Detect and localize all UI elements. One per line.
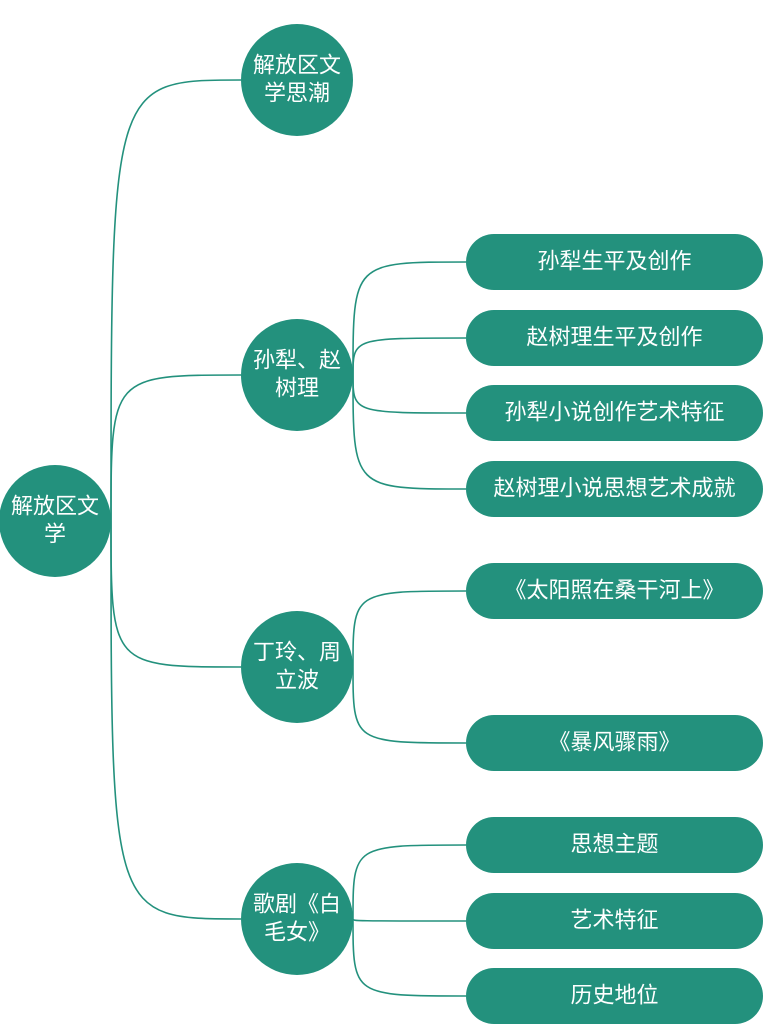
branch-node-shape [241, 24, 353, 136]
topic-node-shape [466, 715, 763, 771]
root-node-label-line: 学 [44, 523, 66, 548]
root-to-branch-connector [110, 520, 242, 668]
topic-node-shape [466, 385, 763, 441]
branch-to-topic-connector [352, 261, 467, 376]
topic-node-label: 艺术特征 [570, 909, 658, 934]
topic-node-shape [466, 310, 763, 366]
topic-node[interactable]: 《太阳照在桑干河上》 [466, 563, 763, 619]
topic-node-label: 赵树理生平及创作 [526, 326, 702, 351]
branch-node-label-line: 孙犁、赵 [253, 349, 341, 374]
root-node-shape [0, 465, 111, 577]
branch-to-topic-connector [352, 666, 467, 744]
topic-node-label: 历史地位 [570, 984, 658, 1009]
root-to-branch-connector [110, 520, 242, 920]
node-layer: 解放区文学解放区文学思潮孙犁、赵树理孙犁生平及创作赵树理生平及创作孙犁小说创作艺… [0, 24, 763, 1024]
branch-node-label-line: 树理 [275, 377, 319, 402]
branch-node-label-line: 丁玲、周 [253, 641, 341, 666]
topic-node-shape [466, 817, 763, 873]
topic-node-label: 赵树理小说思想艺术成就 [493, 477, 735, 502]
topic-node-shape [466, 234, 763, 290]
topic-node-label: 孙犁生平及创作 [537, 250, 691, 275]
topic-node[interactable]: 孙犁小说创作艺术特征 [466, 385, 763, 441]
topic-node-shape [466, 893, 763, 949]
root-node-label-line: 解放区文 [11, 495, 99, 520]
branch-to-topic-connector [352, 918, 467, 922]
topic-node[interactable]: 历史地位 [466, 968, 763, 1024]
branch-to-topic-connector [352, 337, 467, 376]
branch-node-shape [241, 611, 353, 723]
branch-to-topic-connector [352, 918, 467, 997]
topic-node[interactable]: 赵树理生平及创作 [466, 310, 763, 366]
root-to-branch-connector [110, 374, 242, 522]
topic-node[interactable]: 艺术特征 [466, 893, 763, 949]
branch-to-topic-connector [352, 374, 467, 414]
topic-node[interactable]: 赵树理小说思想艺术成就 [466, 461, 763, 517]
branch-node-label-line: 立波 [275, 669, 319, 694]
connector-layer [110, 79, 467, 997]
branch-node-label-line: 学思潮 [264, 82, 330, 107]
topic-node-label: 《暴风骤雨》 [548, 731, 680, 756]
topic-node-shape [466, 563, 763, 619]
branch-to-topic-connector [352, 374, 467, 490]
topic-node[interactable]: 《暴风骤雨》 [466, 715, 763, 771]
branch-node-label-line: 歌剧《白 [253, 893, 341, 918]
branch-node[interactable]: 孙犁、赵树理 [241, 319, 353, 431]
topic-node-label: 孙犁小说创作艺术特征 [504, 401, 724, 426]
topic-node-label: 《太阳照在桑干河上》 [504, 579, 724, 604]
branch-to-topic-connector [352, 590, 467, 668]
branch-node-shape [241, 863, 353, 975]
branch-node[interactable]: 歌剧《白毛女》 [241, 863, 353, 975]
branch-node-label-line: 毛女》 [264, 921, 330, 946]
topic-node[interactable]: 思想主题 [466, 817, 763, 873]
branch-node-shape [241, 319, 353, 431]
topic-node-shape [466, 461, 763, 517]
branch-node[interactable]: 丁玲、周立波 [241, 611, 353, 723]
root-to-branch-connector [110, 79, 242, 522]
topic-node-shape [466, 968, 763, 1024]
branch-node-label-line: 解放区文 [253, 54, 341, 79]
topic-node[interactable]: 孙犁生平及创作 [466, 234, 763, 290]
topic-node-label: 思想主题 [570, 833, 658, 858]
branch-to-topic-connector [352, 844, 467, 920]
